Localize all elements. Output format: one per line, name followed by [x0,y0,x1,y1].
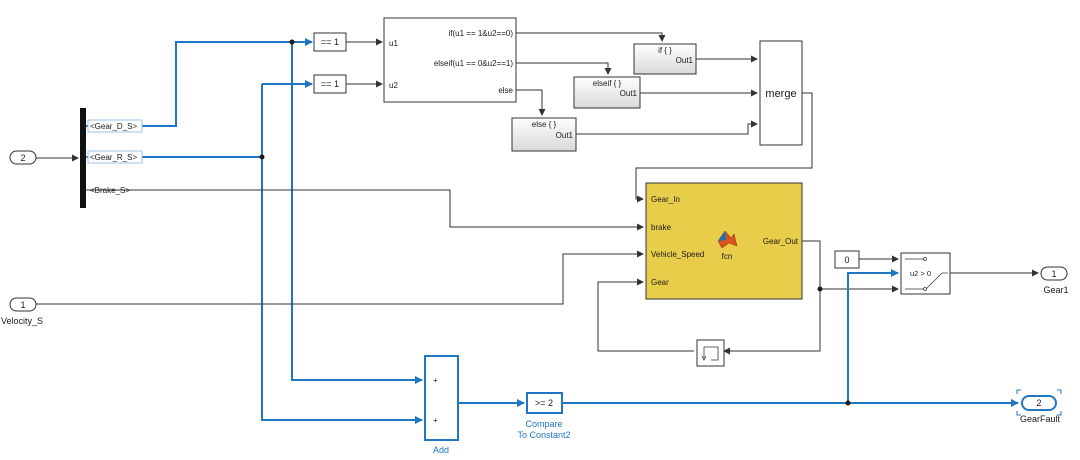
compare-block-1[interactable]: == 1 [313,32,347,52]
compare-block-2[interactable]: == 1 [313,74,347,94]
if-input-u2: u2 [389,81,398,90]
matlab-function-block[interactable]: Gear_In brake Vehicle_Speed Gear Gear_Ou… [645,182,803,300]
compare2-label: >= 2 [535,398,553,408]
switch-icon [905,257,948,291]
if-block[interactable]: u1 u2 if(u1 == 1&u2==0) elseif(u1 == 0&u… [383,17,517,103]
matlab-logo-icon [717,230,738,249]
wire-gear-r-to-add[interactable] [261,84,423,424]
wire-else-action[interactable] [516,89,546,116]
inport-velocity[interactable]: 1 Velocity_S [1,297,43,326]
selection-corners [1016,389,1062,416]
merge-block[interactable]: merge [759,40,803,146]
outport-gear1[interactable]: 1 Gear1 [1040,266,1069,295]
compare2-name: Compare [525,419,562,429]
inport-gear[interactable]: 2 [9,150,37,165]
switch-criteria: u2 > 0 [910,269,931,278]
signal-lines [36,32,1039,424]
add-sign-1: + [433,376,438,385]
wire-merge-geari[interactable] [635,92,813,203]
inport-number: 1 [20,300,25,310]
merge-label: merge [765,88,796,100]
fcn-name: fcn [722,252,733,261]
wire-brake[interactable] [86,189,644,231]
fcn-input-vehicle-speed: Vehicle_Speed [651,250,704,259]
wire-delay-gear[interactable] [597,278,694,352]
constant-value: 0 [844,255,849,265]
outport-name: GearFault [1020,414,1061,424]
compare-to-constant2[interactable]: >= 2 Compare To Constant2 [517,392,571,440]
action-port: Out1 [620,89,638,98]
wire-elseif-action[interactable] [516,62,612,75]
constant-block[interactable]: 0 [834,250,860,269]
outport-number: 2 [1036,398,1041,408]
if-condition: if(u1 == 1&u2==0) [449,29,514,38]
action-port: Out1 [676,56,694,65]
fcn-output-gear-out: Gear_Out [763,237,799,246]
add-name: Add [433,445,449,455]
wire-gear-d-to-add[interactable] [291,42,423,384]
else-condition: else [498,86,513,95]
if-action-subsystem[interactable]: if { } Out1 [633,43,697,75]
wire-gear-out-delay[interactable] [723,240,821,355]
fcn-input-brake: brake [651,223,672,232]
compare-label: == 1 [321,37,339,47]
wire-velocity[interactable] [36,250,644,305]
else-action-subsystem[interactable]: else { } Out1 [511,117,577,152]
action-title: elseif { } [593,79,622,88]
compare2-name-line2: To Constant2 [517,430,570,440]
elseif-condition: elseif(u1 == 0&u2==1) [434,59,514,68]
bus-selector[interactable]: <Gear_D_S> <Gear_R_S> <Brake_S> [80,108,143,208]
fcn-input-gear: Gear [651,278,669,287]
delay-icon [701,346,719,361]
wire-fault-switch[interactable] [847,269,899,403]
outport-name: Gear1 [1043,285,1068,295]
add-block[interactable]: + + Add [424,355,459,455]
inport-name: Velocity_S [1,316,43,326]
inport-number: 2 [20,153,25,163]
action-title: else { } [532,120,557,129]
add-sign-2: + [433,416,438,425]
if-input-u1: u1 [389,39,398,48]
bus-output-gear-r: <Gear_R_S> [90,153,137,162]
unit-delay-block[interactable] [696,339,725,367]
outport-gearfault[interactable]: 2 GearFault [1016,389,1062,424]
bus-output-gear-d: <Gear_D_S> [90,122,137,131]
action-port: Out1 [556,131,574,140]
elseif-action-subsystem[interactable]: elseif { } Out1 [573,76,641,109]
compare-label: == 1 [321,79,339,89]
switch-block[interactable]: u2 > 0 [900,252,951,295]
bus-output-brake: <Brake_S> [90,186,130,195]
wire-if-action[interactable] [516,32,666,42]
fcn-input-gear-in: Gear_In [651,195,680,204]
outport-number: 1 [1051,269,1056,279]
action-title: if { } [658,46,672,55]
